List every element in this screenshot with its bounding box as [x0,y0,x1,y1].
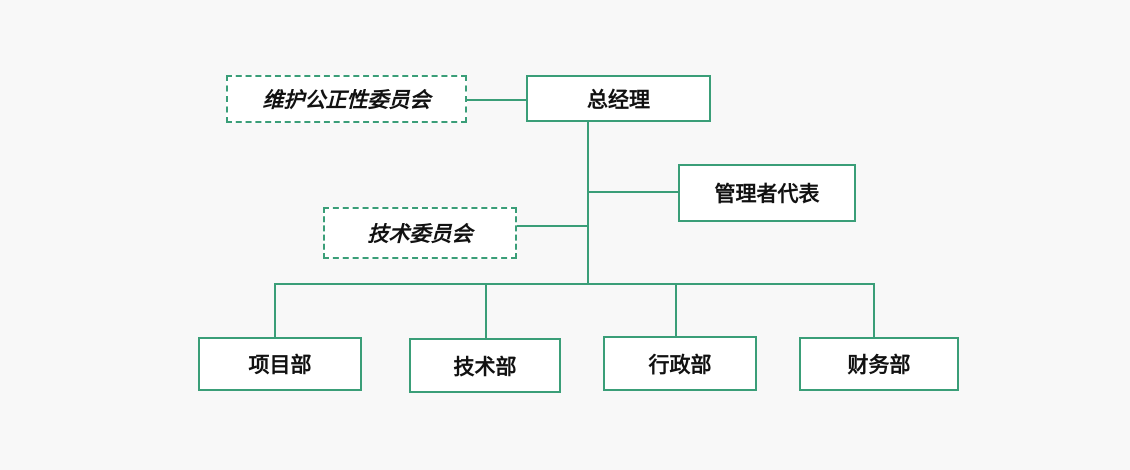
node-dept-finance-label: 财务部 [847,352,911,377]
node-dept-tech: 技术部 [409,338,561,393]
connector-dept-tech [485,283,487,339]
connector-dept-finance [873,283,875,339]
node-general-manager-label: 总经理 [587,86,650,112]
node-dept-admin: 行政部 [603,336,757,391]
connector-dept-project [274,283,276,339]
node-dept-project-label: 项目部 [248,352,312,377]
node-management-rep-label: 管理者代表 [714,181,820,206]
node-dept-tech-label: 技术部 [453,353,517,379]
node-dept-finance: 财务部 [799,337,959,391]
node-general-manager: 总经理 [526,75,711,122]
connector-departments-bus [274,283,875,285]
node-management-rep: 管理者代表 [678,164,856,222]
node-tech-committee-label: 技术委员会 [367,221,473,246]
connector-management-rep [588,191,680,193]
connector-trunk [587,120,589,284]
node-fairness-committee-label: 维护公正性委员会 [262,87,431,112]
connector-fairness-committee [466,99,528,101]
node-fairness-committee: 维护公正性委员会 [226,75,467,123]
connector-tech-committee [515,225,588,227]
node-tech-committee: 技术委员会 [323,207,517,259]
node-dept-admin-label: 行政部 [648,351,712,377]
node-dept-project: 项目部 [198,337,362,391]
connector-dept-admin [675,283,677,337]
